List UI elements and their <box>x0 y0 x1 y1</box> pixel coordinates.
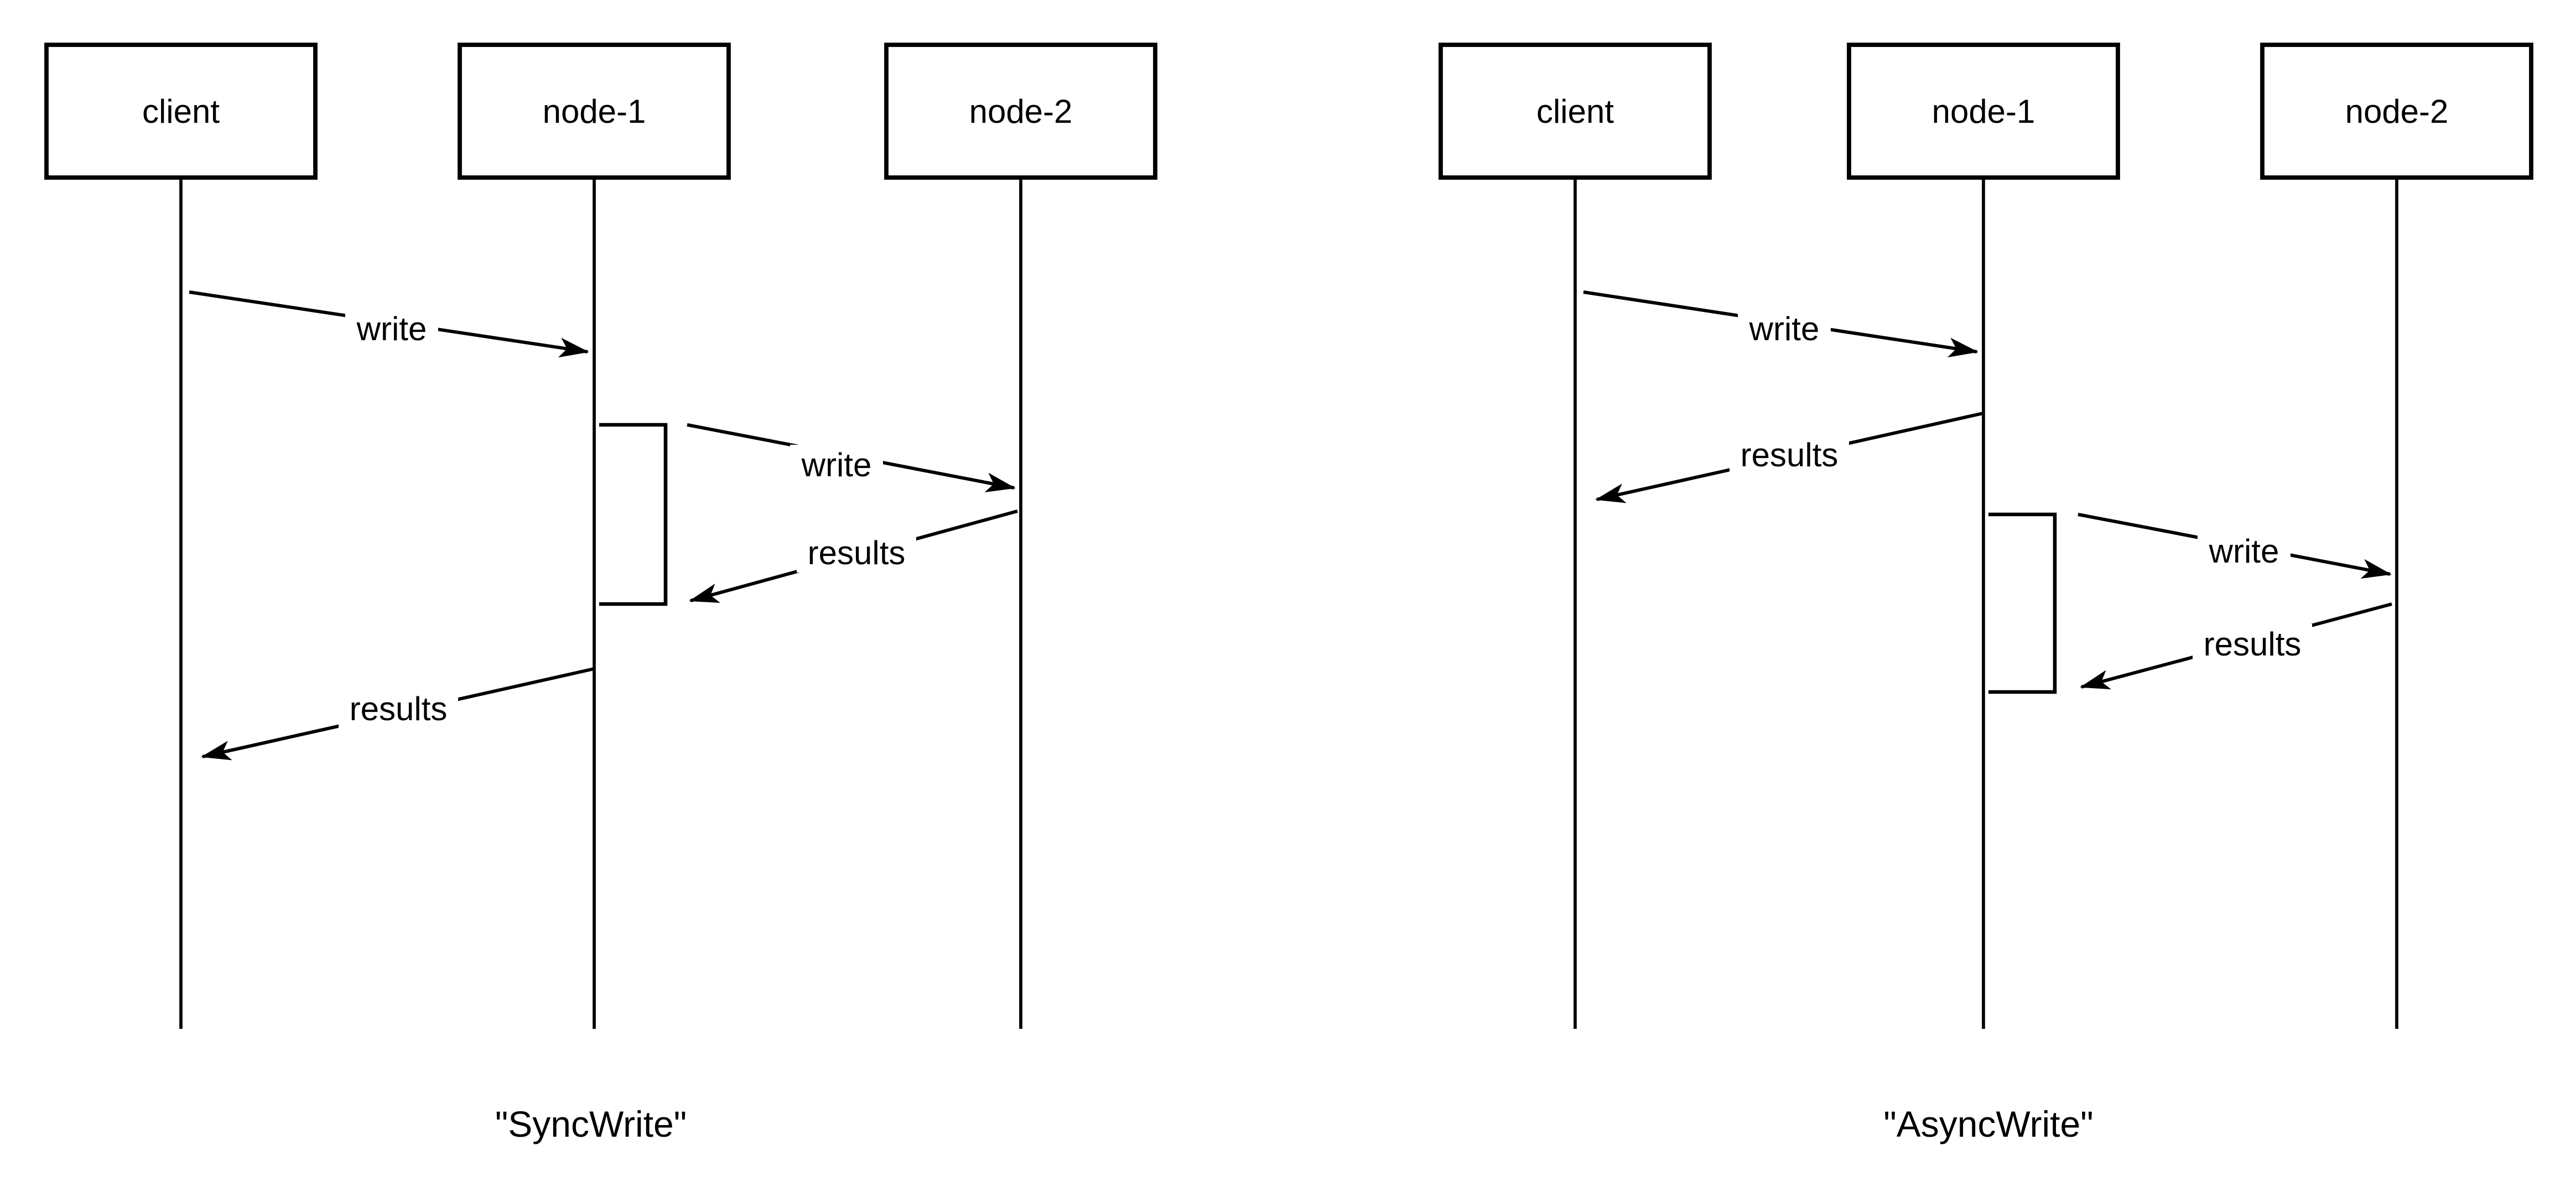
message-label-background <box>797 533 916 573</box>
message-results-node1-to-client: results <box>1595 412 1984 503</box>
message-label: write <box>356 310 427 347</box>
message-label-background <box>2198 531 2291 571</box>
activation-bar-node-1 <box>1988 512 2057 694</box>
message-write-client-to-node1: write <box>189 290 589 358</box>
activation-bar-node-1 <box>599 423 668 606</box>
message-label-background <box>2193 624 2312 664</box>
actor-client: client <box>1438 43 1712 180</box>
caption-syncwrite: "SyncWrite" <box>495 1104 687 1144</box>
actor-node-1: node-1 <box>458 43 731 180</box>
message-results-node2-to-node1: results <box>2080 602 2392 690</box>
actor-box-node-2 <box>2260 43 2533 180</box>
message-label: results <box>1741 436 1838 473</box>
actor-box-node-2 <box>884 43 1157 180</box>
message-label: results <box>2204 626 2302 663</box>
actor-box-client <box>44 43 318 180</box>
actor-node-2: node-2 <box>2260 43 2533 180</box>
actor-node-1: node-1 <box>1847 43 2120 180</box>
diagram-syncwrite: client node-1 node-2 write write results <box>44 43 1157 1144</box>
actor-box-node-1 <box>458 43 731 180</box>
message-label-background <box>1730 435 1849 475</box>
actor-node-2: node-2 <box>884 43 1157 180</box>
message-results-node2-to-node1: results <box>689 509 1018 603</box>
message-label: write <box>2209 533 2279 570</box>
message-write-client-to-node1: write <box>1583 290 1978 358</box>
diagram-asyncwrite: client node-1 node-2 write results write <box>1438 43 2533 1144</box>
message-label-background <box>1738 309 1831 348</box>
actor-label-node-1: node-1 <box>1932 93 2035 130</box>
message-write-node1-to-node2: write <box>2078 513 2392 579</box>
message-label-background <box>339 689 458 728</box>
actor-label-client: client <box>1536 93 1614 130</box>
message-write-node1-to-node2: write <box>687 423 1016 493</box>
message-label-background <box>790 445 883 485</box>
message-label-background <box>345 309 438 348</box>
actor-label-node-1: node-1 <box>543 93 646 130</box>
message-label: write <box>801 446 872 483</box>
message-label: results <box>350 690 448 727</box>
message-label: write <box>1749 310 1820 347</box>
actor-label-node-2: node-2 <box>969 93 1073 130</box>
actor-box-node-1 <box>1847 43 2120 180</box>
actor-label-client: client <box>142 93 220 130</box>
message-results-node1-to-client: results <box>201 667 595 761</box>
actor-label-node-2: node-2 <box>2345 93 2449 130</box>
actor-box-client <box>1438 43 1712 180</box>
actor-client: client <box>44 43 318 180</box>
message-label: results <box>808 534 906 571</box>
caption-asyncwrite: "AsyncWrite" <box>1883 1104 2093 1144</box>
